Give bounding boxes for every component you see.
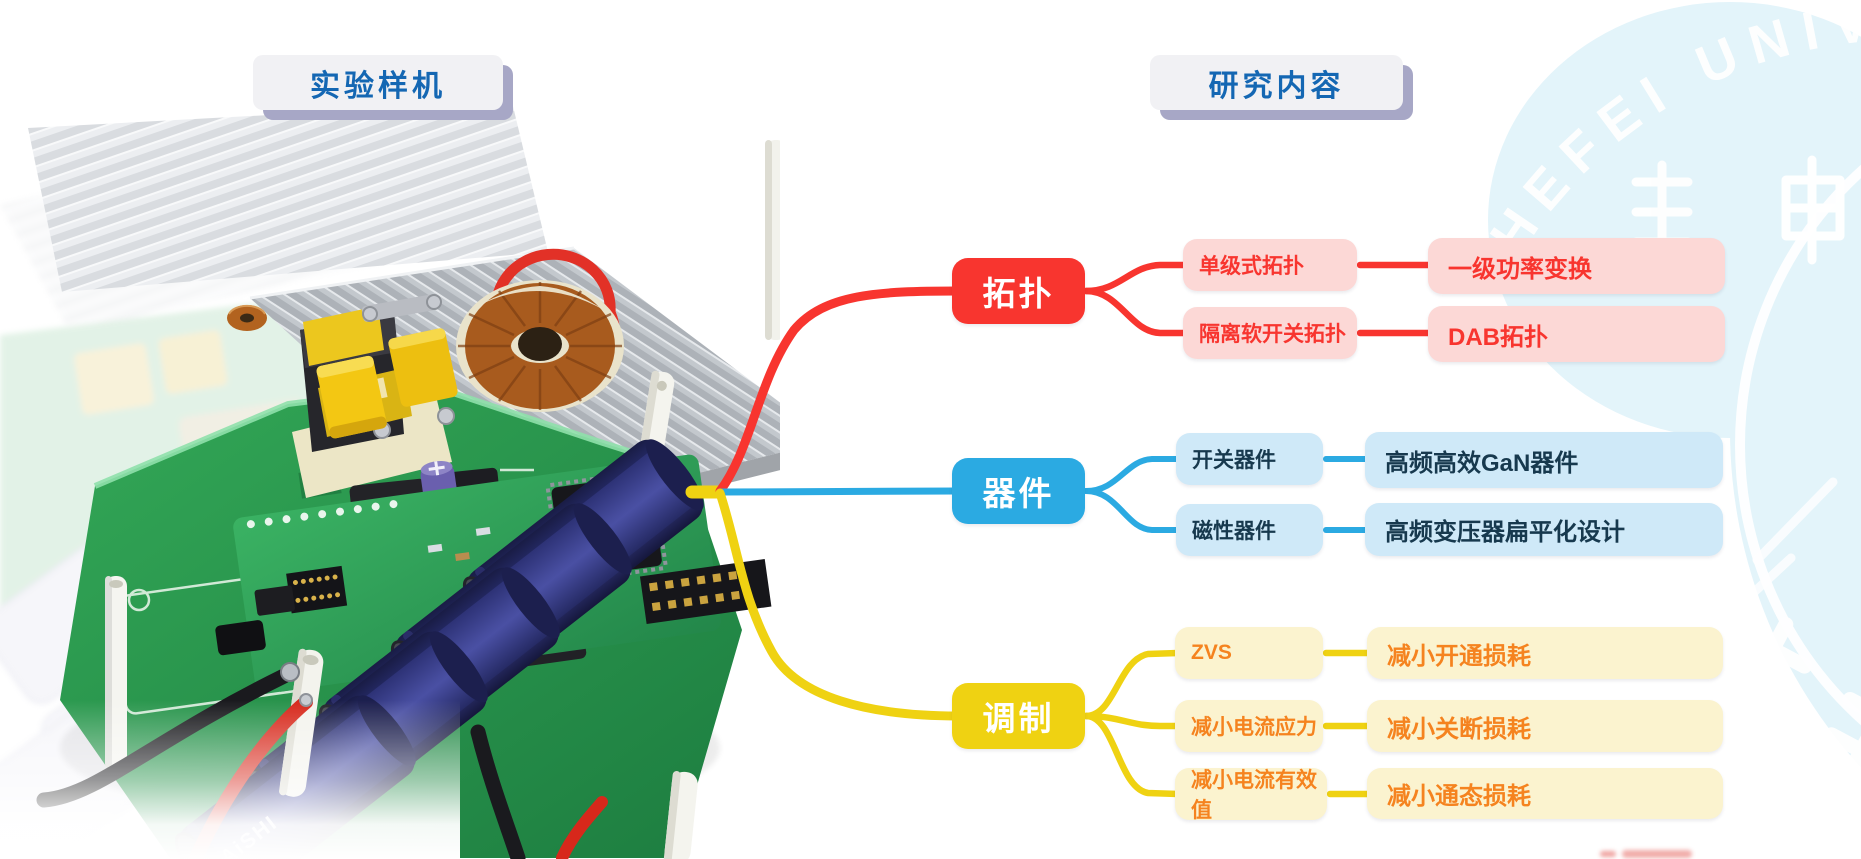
trunk-red [715, 286, 963, 496]
modulation-mid-current-stress: 减小电流应力 [1175, 700, 1323, 752]
cropped-footer-artifact [1622, 850, 1692, 858]
modulation-leaf-turn-on-loss: 减小开通损耗 [1367, 627, 1723, 679]
topology-mid-single-stage: 单级式拓扑 [1183, 239, 1357, 291]
heatsink-fins-top [28, 102, 548, 292]
branch-topology-node: 拓扑 [952, 258, 1085, 324]
modulation-leaf-turn-off-loss: 减小关断损耗 [1367, 700, 1723, 752]
topology-leaf-dab: DAB拓扑 [1428, 306, 1725, 362]
devices-mid-switching: 开关器件 [1176, 433, 1323, 485]
toroid-inductor [456, 280, 624, 412]
branch-modulation-node: 调制 [952, 683, 1085, 749]
devices-leaf-planar-transformer: 高频变压器扁平化设计 [1365, 503, 1723, 556]
devices-leaf-gan: 高频高效GaN器件 [1365, 432, 1723, 488]
trunk-yellow [715, 488, 963, 721]
small-copper-coil [227, 304, 267, 331]
topology-mid-isolated-soft-switching: 隔离软开关拓扑 [1183, 307, 1357, 359]
prototype-photo: AiSHI RS 105°C 2314JPET AiSHI RS 105°C 2… [0, 102, 780, 859]
pin-header [286, 565, 348, 614]
cropped-footer-artifact [1600, 851, 1616, 857]
header-prototype: 实验样机 [253, 55, 503, 110]
header-research-content: 研究内容 [1150, 55, 1403, 110]
forks-red [1082, 261, 1436, 337]
trunk-blue [716, 487, 962, 496]
modulation-mid-zvs: ZVS [1175, 627, 1323, 679]
topology-leaf-one-stage-power-conversion: 一级功率变换 [1428, 238, 1725, 294]
forks-yellow [1082, 649, 1374, 798]
branch-devices-node: 器件 [952, 458, 1085, 524]
modulation-mid-current-rms: 减小电流有效值 [1175, 768, 1327, 822]
yellow-film-capacitors [316, 328, 458, 439]
watermark-seal-glyphs-lower [1695, 616, 1861, 803]
devices-mid-magnetic: 磁性器件 [1176, 504, 1323, 556]
modulation-leaf-conduction-loss: 减小通态损耗 [1367, 768, 1723, 819]
watermark-seal-glyphs [1631, 155, 1845, 265]
forks-blue [1083, 456, 1371, 533]
